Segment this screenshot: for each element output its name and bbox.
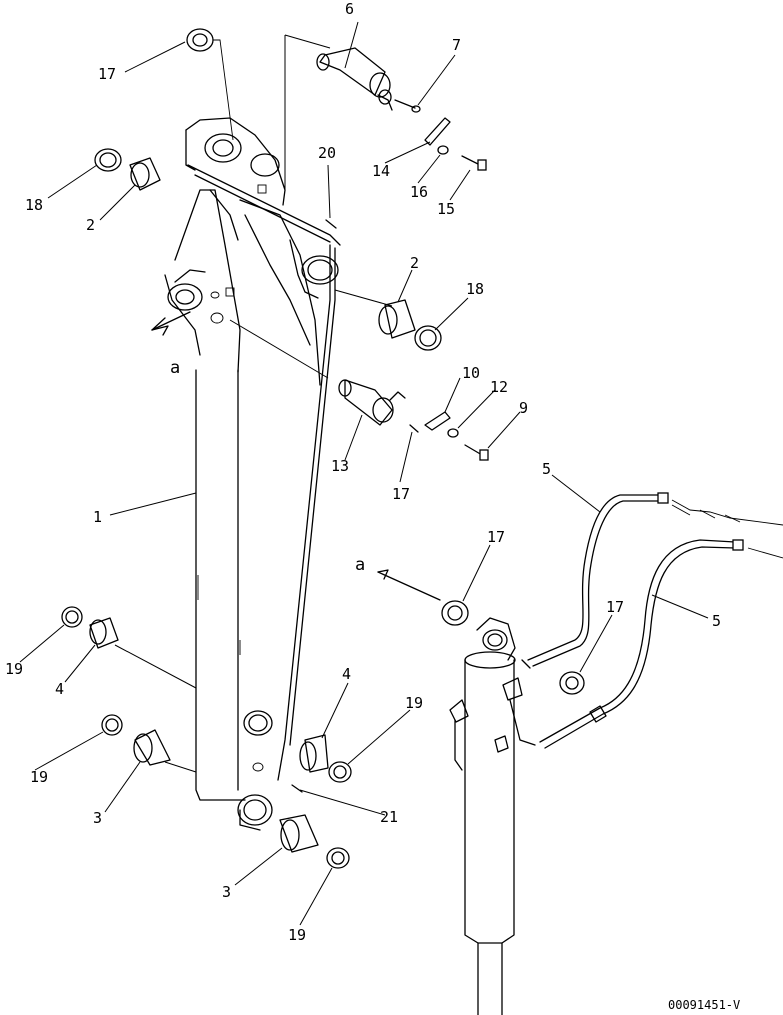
callout-5-top: 5	[542, 460, 551, 478]
view-arrow-a-right	[377, 569, 441, 601]
arm-body	[164, 117, 341, 831]
leader-lines	[19, 21, 709, 926]
callout-17-top: 17	[487, 528, 505, 546]
hydraulic-cylinder	[449, 617, 585, 1015]
callout-20: 20	[318, 144, 336, 162]
callout-15: 15	[437, 200, 455, 218]
callout-19-b: 19	[30, 768, 48, 786]
callout-2-top: 2	[86, 216, 95, 234]
callout-19-a: 19	[5, 660, 23, 678]
callout-13: 17	[392, 485, 410, 503]
washer-17-top	[441, 600, 469, 626]
callout-18-right: 18	[466, 280, 484, 298]
callout-12: 13	[331, 457, 349, 475]
callout-19-d: 19	[288, 926, 306, 944]
bottom-left-bushings	[61, 606, 171, 766]
callout-14: 14	[372, 162, 390, 180]
right-bushings	[378, 299, 442, 351]
callout-21: 21	[380, 808, 398, 826]
callout-7: 7	[452, 36, 461, 54]
view-label-a-right: a	[355, 555, 365, 575]
callout-16: 16	[410, 183, 428, 201]
callout-10: 12	[490, 378, 508, 396]
callout-4-left: 4	[55, 680, 64, 698]
drawing-number: 00091451-V	[668, 998, 740, 1012]
hoses	[527, 492, 783, 749]
bottom-right-bushings	[279, 734, 352, 869]
callout-18-top: 18	[25, 196, 43, 214]
callout-2-right: 2	[410, 254, 419, 272]
callout-19-c: 19	[405, 694, 423, 712]
callout-11: 17	[98, 65, 116, 83]
callout-3-left: 3	[93, 809, 102, 827]
callout-17-bottom: 17	[606, 598, 624, 616]
callout-8: 10	[462, 364, 480, 382]
callout-3-right: 3	[222, 883, 231, 901]
callout-1: 1	[93, 508, 102, 526]
callout-labels: 6 7 17 18 2 14 16 15 20 2 18 10 12 9 13 …	[5, 0, 740, 1012]
callout-5-right: 5	[712, 612, 721, 630]
pin-12-assembly	[325, 219, 489, 461]
view-label-a-left: a	[170, 358, 180, 378]
view-arrow-a-left	[151, 311, 191, 336]
callout-6: 6	[345, 0, 354, 18]
callout-9: 9	[519, 399, 528, 417]
top-left-bushings	[94, 28, 234, 191]
callout-4-right: 4	[342, 665, 351, 683]
pin-6-assembly	[316, 47, 487, 171]
